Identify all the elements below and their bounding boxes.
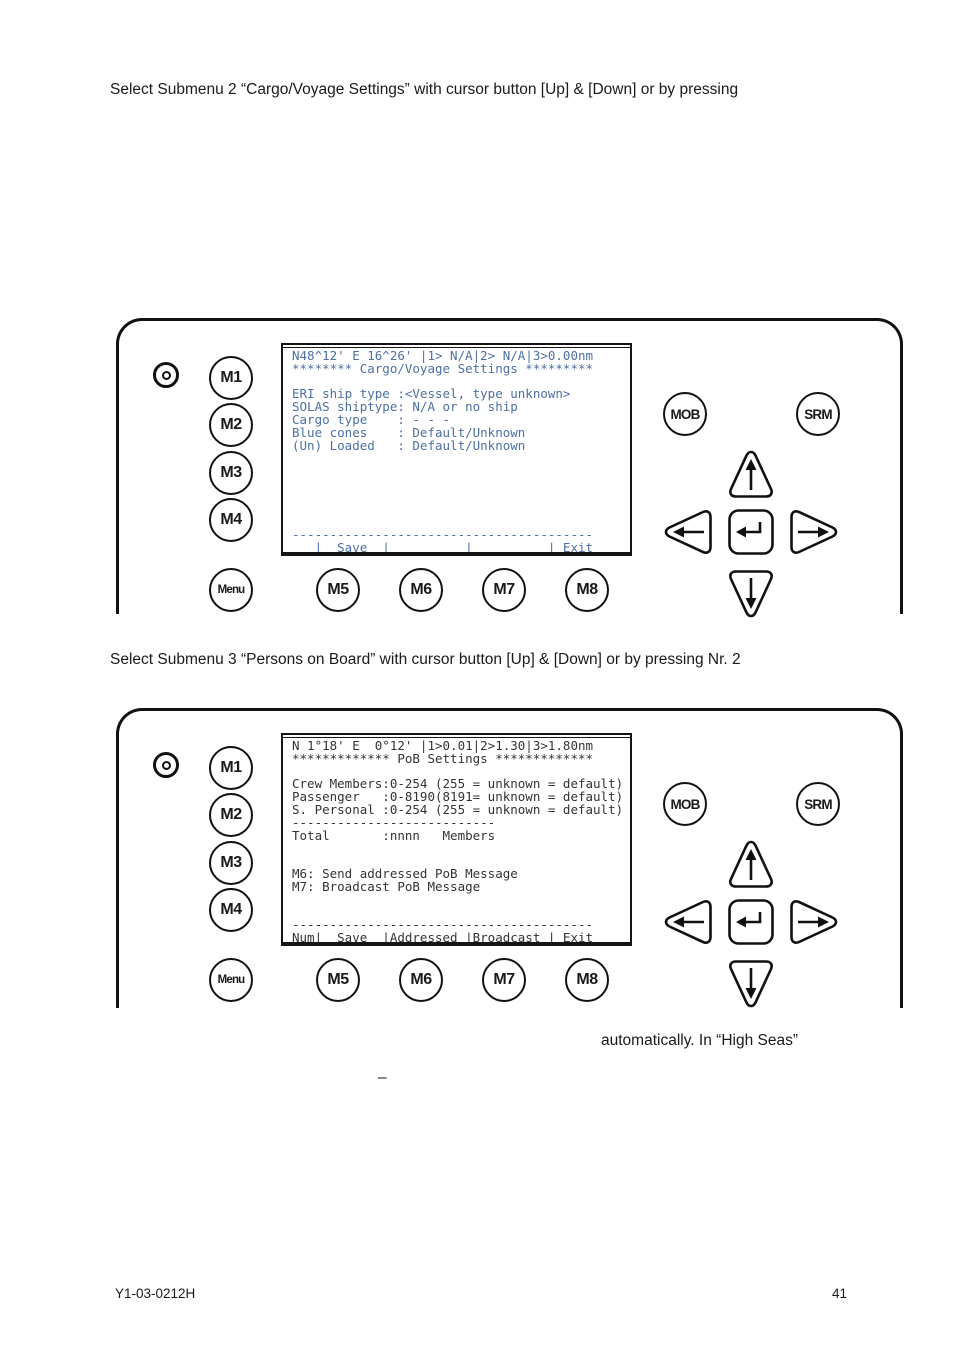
m6-button[interactable]: M6 [399,568,443,612]
cursor-right-key[interactable] [786,894,842,950]
device-panel-pob: M1 M2 M3 M4 N 1°18' E 0°12' |1>0.01|2>1.… [116,708,903,1008]
right-arrow-icon [790,510,838,554]
cursor-down-key[interactable] [723,956,779,1012]
m4-button[interactable]: M4 [209,888,253,932]
power-led-icon [153,362,179,388]
menu-button[interactable]: Menu [209,568,253,612]
cursor-left-key[interactable] [660,894,716,950]
m1-button[interactable]: M1 [209,746,253,790]
m5-button[interactable]: M5 [316,568,360,612]
m6-button[interactable]: M6 [399,958,443,1002]
up-arrow-icon [729,840,773,888]
m2-button[interactable]: M2 [209,793,253,837]
power-led-dot-icon [161,760,171,770]
dash-text: – [378,1069,387,1086]
srm-button[interactable]: SRM [796,782,840,826]
right-arrow-icon [790,900,838,944]
m1-button[interactable]: M1 [209,356,253,400]
cursor-up-key[interactable] [723,836,779,892]
menu-button[interactable]: Menu [209,958,253,1002]
power-led-icon [153,752,179,778]
up-arrow-icon [729,450,773,498]
device-panel-cargo-voyage: M1 M2 M3 M4 N48^12' E 16^26' |1> N/A|2> … [116,318,903,618]
m4-button[interactable]: M4 [209,498,253,542]
enter-key[interactable] [727,898,775,946]
down-arrow-icon [729,960,773,1008]
cursor-right-key[interactable] [786,504,842,560]
lcd-screen-text: N 1°18' E 0°12' |1>0.01|2>1.30|3>1.80nm … [292,738,624,945]
enter-key[interactable] [727,508,775,556]
heading-submenu2: Select Submenu 2 “Cargo/Voyage Settings”… [110,81,739,98]
enter-arrow-icon [728,509,774,555]
lcd-screen-text: N48^12' E 16^26' |1> N/A|2> N/A|3>0.00nm… [292,348,594,555]
m8-button[interactable]: M8 [565,568,609,612]
left-arrow-icon [664,510,712,554]
m2-button[interactable]: M2 [209,403,253,447]
lcd-bezel-line [283,737,630,738]
note-high-seas: automatically. In “High Seas” [601,1032,798,1049]
lcd-screen: N48^12' E 16^26' |1> N/A|2> N/A|3>0.00nm… [281,343,632,556]
enter-arrow-icon [728,899,774,945]
power-led-dot-icon [161,370,171,380]
m8-button[interactable]: M8 [565,958,609,1002]
m3-button[interactable]: M3 [209,451,253,495]
m7-button[interactable]: M7 [482,958,526,1002]
m3-button[interactable]: M3 [209,841,253,885]
m5-button[interactable]: M5 [316,958,360,1002]
heading-submenu3: Select Submenu 3 “Persons on Board” with… [110,651,741,668]
mob-button[interactable]: MOB [663,782,707,826]
lcd-bezel-line [283,347,630,348]
down-arrow-icon [729,570,773,618]
cursor-down-key[interactable] [723,566,779,622]
left-arrow-icon [664,900,712,944]
footer-page-number: 41 [832,1286,848,1301]
lcd-screen: N 1°18' E 0°12' |1>0.01|2>1.30|3>1.80nm … [281,733,632,946]
m7-button[interactable]: M7 [482,568,526,612]
srm-button[interactable]: SRM [796,392,840,436]
cursor-up-key[interactable] [723,446,779,502]
footer-doc-number: Y1-03-0212H [115,1286,196,1301]
mob-button[interactable]: MOB [663,392,707,436]
cursor-left-key[interactable] [660,504,716,560]
